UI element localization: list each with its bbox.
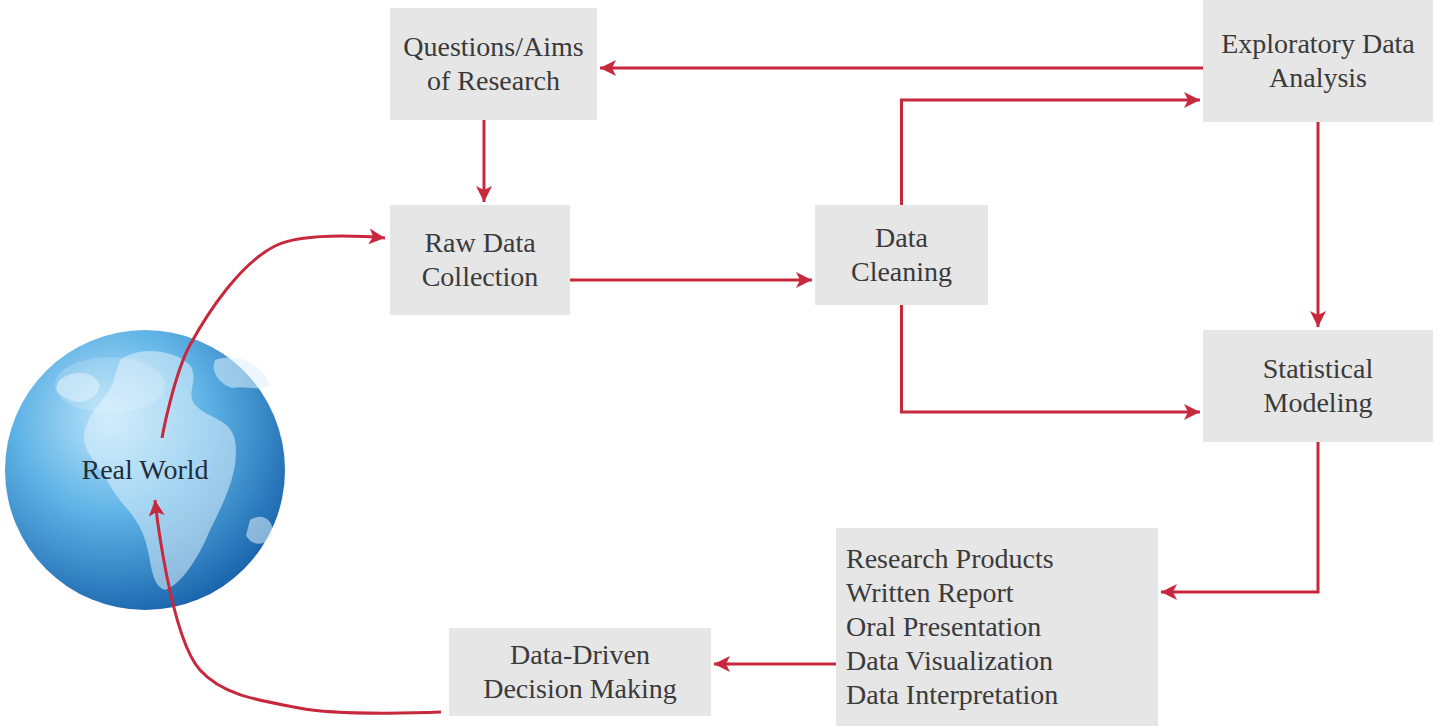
flow-arrow [155,500,441,713]
flow-arrow [902,305,1201,412]
process-box: Exploratory Data Analysis [1203,0,1433,122]
node-label: Real World [81,453,208,487]
flow-arrow [600,67,1203,70]
globe-highlight [55,357,165,413]
flow-arrow [1317,122,1320,327]
node-label: Exploratory Data Analysis [1213,27,1423,95]
node-list-item: Written Report [846,576,1014,610]
node-label: Statistical Modeling [1213,352,1423,420]
flow-arrow [570,279,812,282]
flow-arrow [483,120,486,202]
node-label: Data Cleaning [825,221,978,289]
node-label: Questions/Aims of Research [400,30,587,98]
process-box: Statistical Modeling [1203,330,1433,442]
node-label: Data-Driven Decision Making [459,638,701,706]
process-box: Data-Driven Decision Making [449,628,711,716]
globe-node: Real World [5,330,285,610]
flow-arrow [714,663,836,666]
node-list-item: Oral Presentation [846,610,1041,644]
flow-arrow [902,100,1201,205]
globe-sphere [5,330,285,610]
process-box: Data Cleaning [815,205,988,305]
flow-arrow [162,236,385,438]
node-label: Raw Data Collection [400,226,560,294]
output-box: Research ProductsWritten ReportOral Pres… [836,528,1158,726]
flow-arrow [1161,442,1318,592]
node-list-item: Data Interpretation [846,678,1058,712]
process-box: Questions/Aims of Research [390,8,597,120]
node-label: Research Products [846,542,1054,576]
process-box: Raw Data Collection [390,205,570,315]
node-list-item: Data Visualization [846,644,1053,678]
